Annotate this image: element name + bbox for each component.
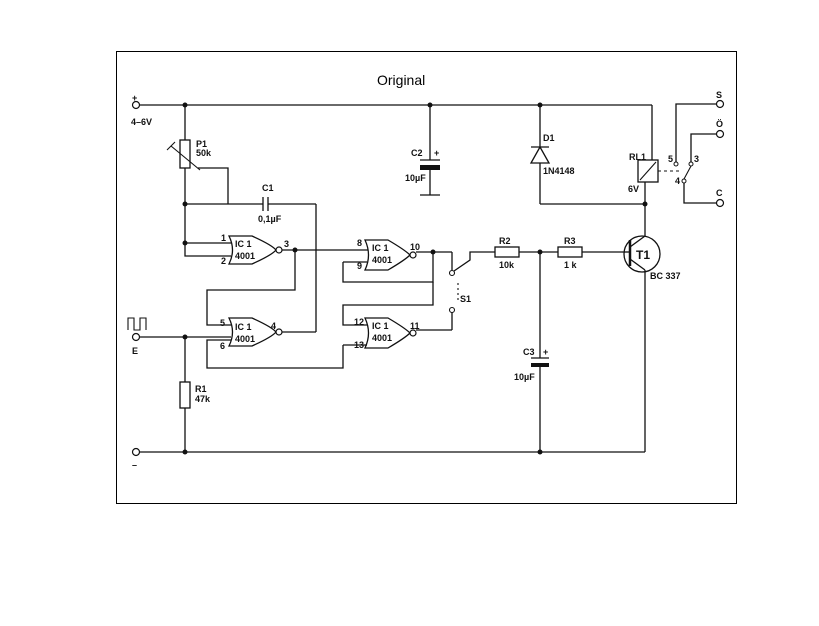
relay-pin5: 5 [668,154,673,164]
gate-a-pin1: 1 [221,233,226,243]
input-section [127,317,231,452]
gate-a-pin2: 2 [221,256,226,266]
t1-transistor [622,204,661,452]
nor-gate-a [184,204,368,265]
r3-label: R3 [564,236,576,246]
c2-capacitor [420,105,440,196]
r3-value: 1 k [564,260,578,270]
rl1-value: 6V [628,184,639,194]
output-s-label: S [716,90,722,100]
output-o-label: Ö [716,119,723,129]
output-s-terminal [715,99,725,109]
gate-d-name: IC 1 [372,321,389,331]
t1-label: T1 [636,248,650,262]
t1-value: BC 337 [650,271,681,281]
output-c-label: C [716,188,723,198]
gate-d-part: 4001 [372,333,392,343]
gate-c-part: 4001 [372,255,392,265]
p1-potentiometer [166,105,229,204]
supply-minus-label: – [132,460,137,470]
input-label: E [132,346,138,356]
s1-switch [448,251,495,314]
gate-c-name: IC 1 [372,243,389,253]
s1-label: S1 [460,294,471,304]
gate-d-pin11: 11 [410,321,420,331]
schematic-frame [116,51,737,504]
d1-label: D1 [543,133,555,143]
c3-label: C3 [523,347,535,357]
relay-pin4: 4 [675,176,680,186]
output-c-terminal [715,198,725,208]
c3-value: 10µF [514,372,535,382]
gate-d-pin13: 13 [354,340,364,350]
gate-c-pin9: 9 [357,261,362,271]
rl1-relay [637,103,717,204]
output-o-terminal [715,129,725,139]
c2-value: 10µF [405,173,426,183]
nor-gate-b [206,250,344,369]
supply-plus-label: + [132,93,137,103]
gate-b-name: IC 1 [235,322,252,332]
nor-gate-c [342,239,453,283]
gate-d-pin12: 12 [354,317,364,327]
r2-label: R2 [499,236,511,246]
c2-label: C2 [411,148,423,158]
p1-label: P1 [196,139,207,149]
gate-c-pin8: 8 [357,238,362,248]
positive-terminal [131,100,141,110]
gate-c-pin10: 10 [410,242,420,252]
c1-label: C1 [262,183,274,193]
gate-a-name: IC 1 [235,239,252,249]
c3-plus: + [543,347,548,357]
nor-gate-d [342,282,453,349]
r3-resistor [557,246,622,258]
rl1-label: RL1 [629,152,646,162]
page-title: Original [377,72,426,88]
d1-value: 1N4148 [543,166,575,176]
gate-a-part: 4001 [235,251,255,261]
gate-b-pin6: 6 [220,341,225,351]
gate-b-pin5: 5 [220,318,225,328]
c2-plus: + [434,148,439,158]
c3-capacitor [531,252,549,452]
input-terminal [131,332,141,342]
relay-pin3: 3 [694,154,699,164]
c1-capacitor [185,197,317,330]
gate-b-part: 4001 [235,334,255,344]
r2-resistor [494,246,558,258]
supply-voltage-label: 4–6V [131,117,152,127]
c1-value: 0,1µF [258,214,282,224]
r1-value: 47k [195,394,211,404]
d1-diode [529,105,645,205]
gate-b-pin4: 4 [271,321,276,331]
negative-terminal [131,447,141,457]
p1-value: 50k [196,148,212,158]
gate-a-pin3: 3 [284,239,289,249]
r1-label: R1 [195,384,207,394]
r2-value: 10k [499,260,515,270]
